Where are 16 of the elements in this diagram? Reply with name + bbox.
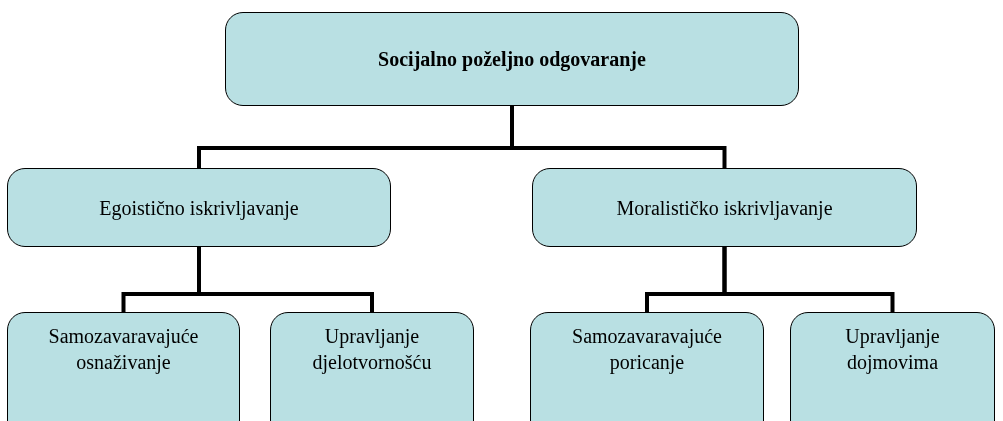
box-label: Socijalno poželjno odgovaranje <box>378 47 646 72</box>
connector-line <box>722 247 895 312</box>
box-label: Samozavaravajuće poricanje <box>571 324 723 375</box>
hierarchy-box <box>270 312 474 421</box>
box-label: Upravljanje djelotvornošću <box>311 324 433 375</box>
box-label: Egoistično iskrivljavanje <box>99 195 299 221</box>
hierarchy-box <box>530 312 764 421</box>
hierarchy-box <box>7 168 391 247</box>
box-label: Samozavaravajuće osnaživanje <box>47 324 200 375</box>
hierarchy-box <box>790 312 995 421</box>
hierarchy-box <box>7 312 240 421</box>
hierarchy-box <box>532 168 917 247</box>
box-label: Upravljanje dojmovima <box>844 324 941 375</box>
connector-line <box>510 106 727 168</box>
box-label: Moralističko iskrivljavanje <box>616 195 833 221</box>
hierarchy-box <box>225 12 799 106</box>
